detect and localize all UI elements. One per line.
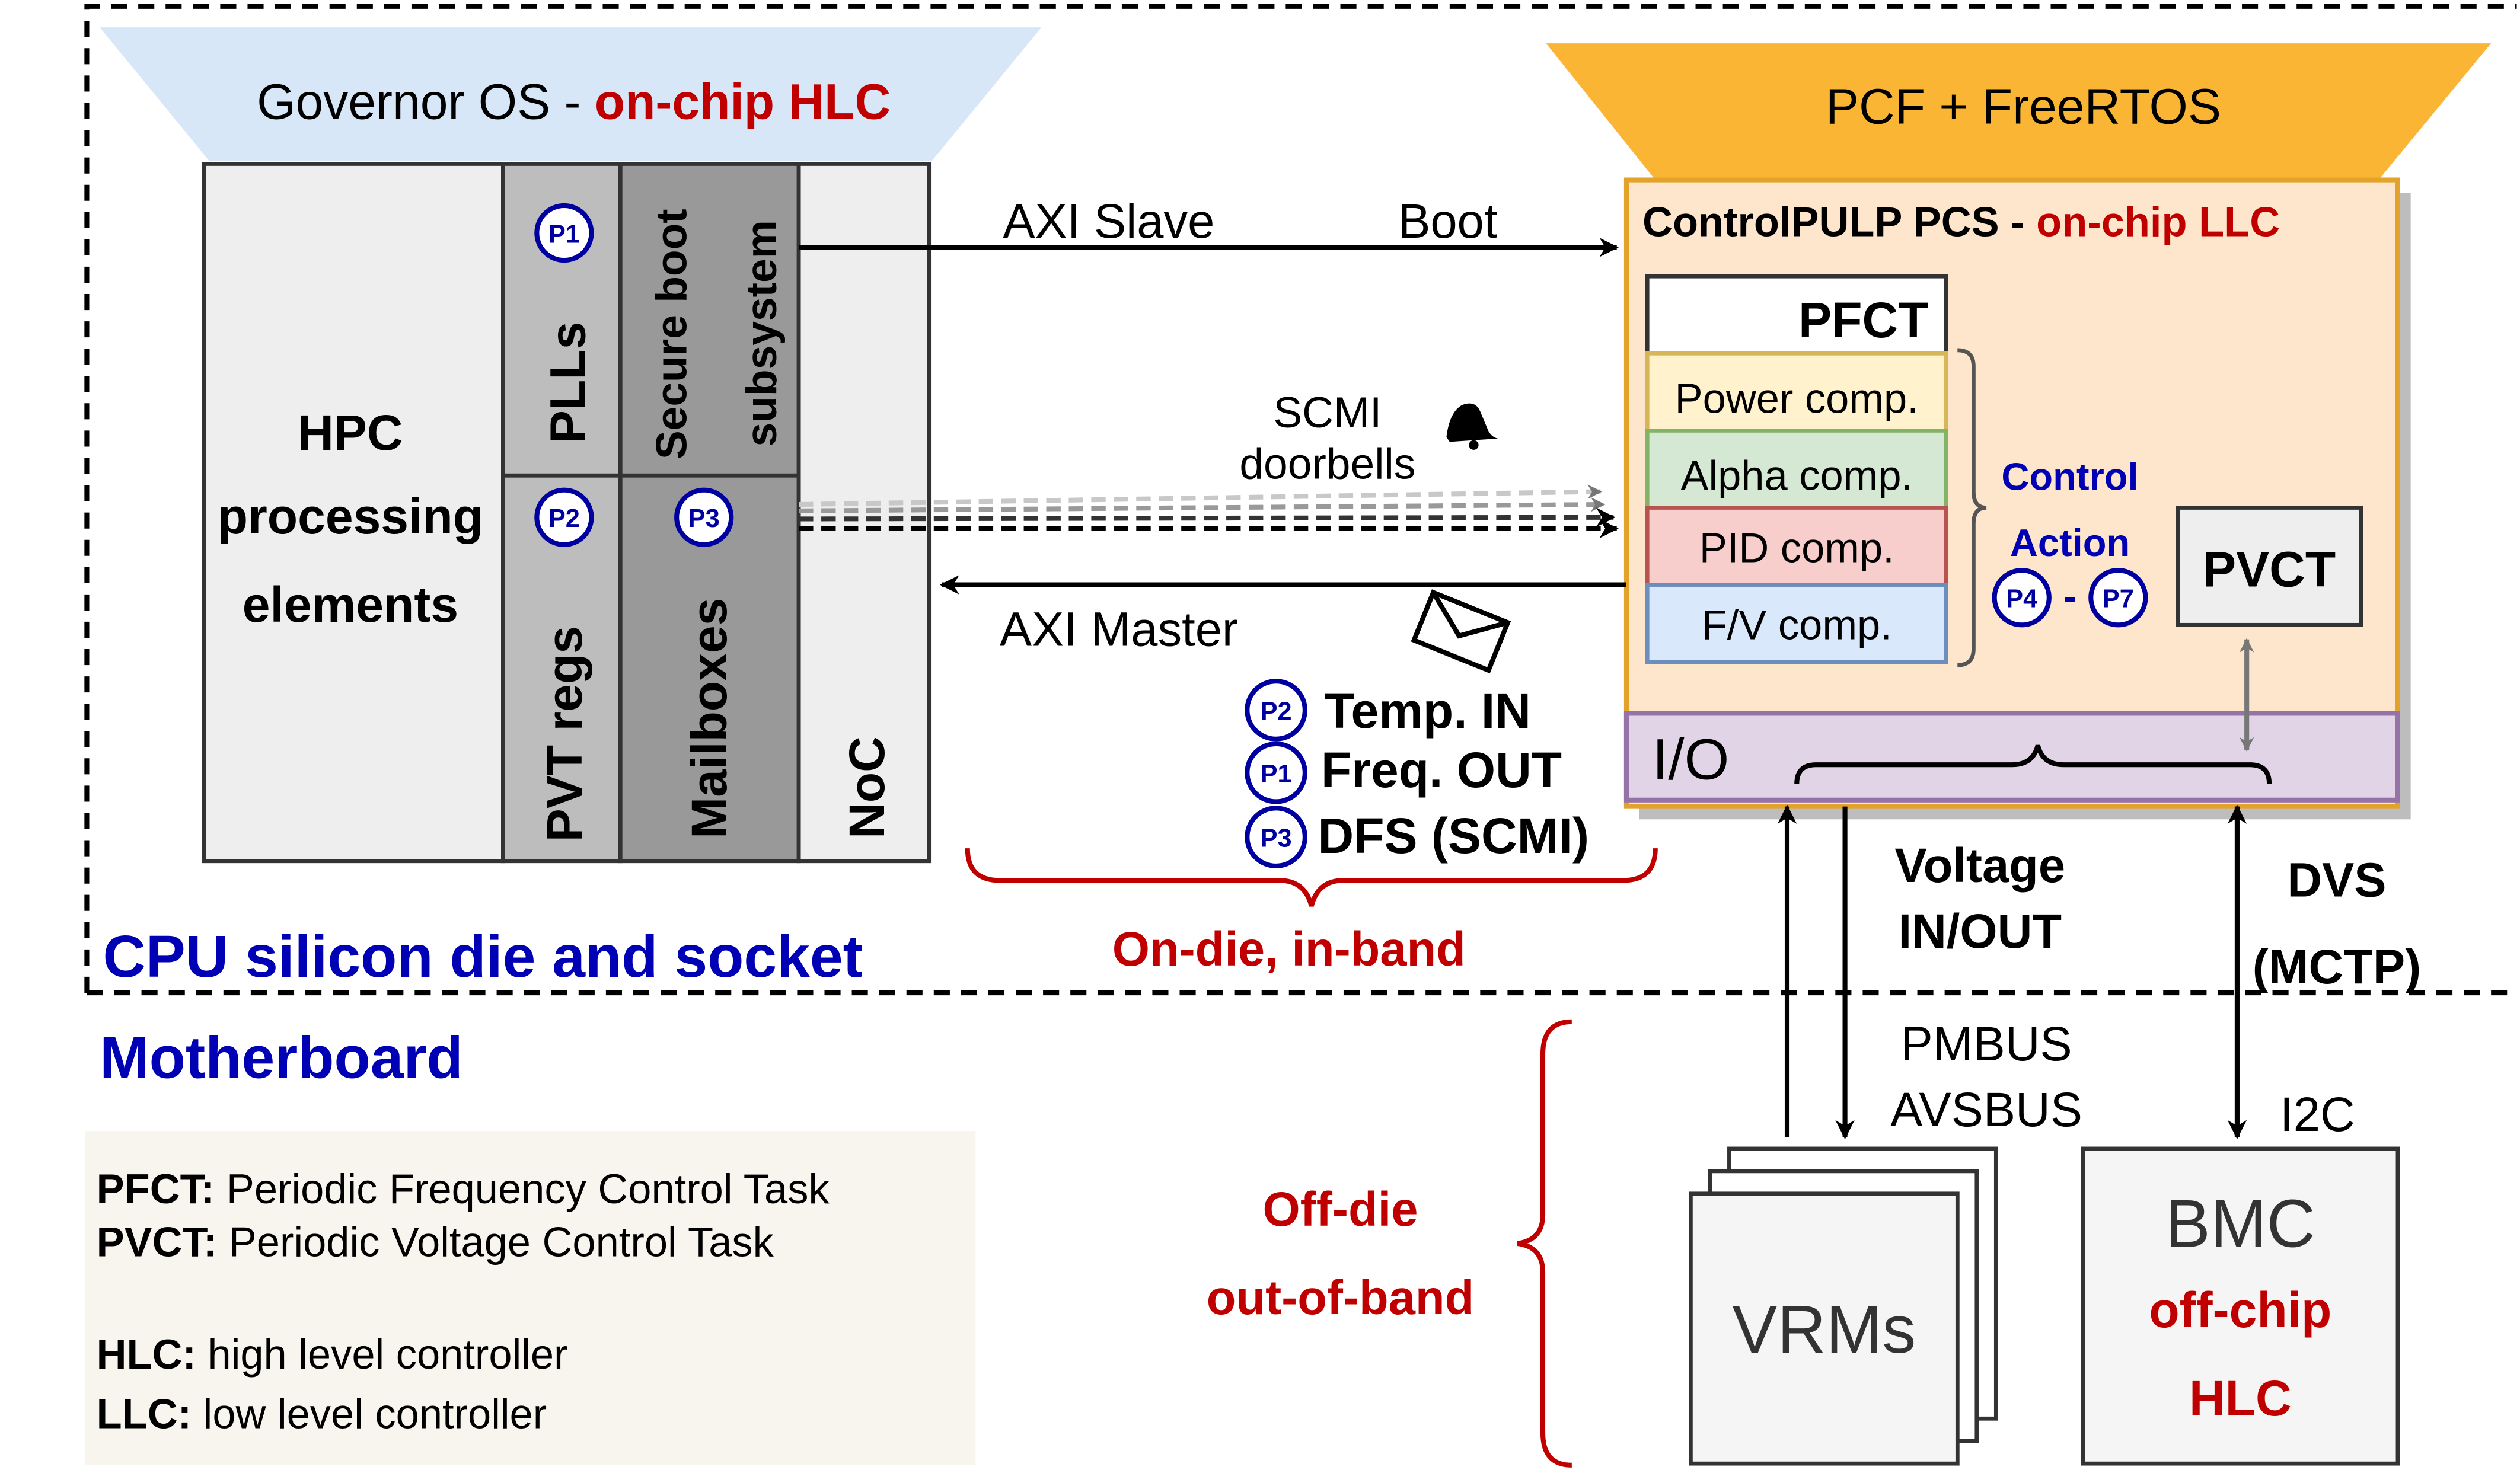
signal-freq-label: Freq. OUT	[1321, 742, 1562, 798]
hpc-label-line3: elements	[243, 577, 458, 632]
scmi-label-line2: doorbells	[1239, 440, 1415, 488]
axi-slave-label: AXI Slave	[1003, 194, 1214, 248]
bell-icon	[1446, 403, 1498, 450]
on-die-label: On-die, in-band	[1112, 922, 1466, 976]
hpc-block	[202, 162, 505, 864]
io-block	[1623, 711, 2401, 803]
off-die-brace	[1517, 1019, 1572, 1468]
secure-boot-line1: Secure boot	[647, 209, 696, 459]
signal-freq-badge	[1245, 741, 1307, 804]
voltage-line2: IN/OUT	[1899, 905, 2062, 958]
governor-title: Governor OS - on-chip HLC	[257, 74, 891, 130]
bmc-block	[2081, 1146, 2400, 1466]
pcf-trapezoid	[1546, 43, 2492, 180]
off-die-line2: out-of-band	[1207, 1271, 1474, 1325]
dvs-line2: (MCTP)	[2253, 940, 2421, 994]
alpha-comp-label: Alpha comp.	[1680, 452, 1913, 499]
plls-label: PLLs	[540, 322, 596, 443]
vrm-card-front	[1688, 1191, 1960, 1466]
plls-badge	[534, 203, 594, 263]
envelope-icon	[1411, 589, 1511, 674]
pvt-regs-badge-text: P2	[548, 504, 580, 533]
bmc-line2: off-chip	[2149, 1282, 2331, 1338]
p4-badge	[1992, 568, 2052, 628]
io-label: I/O	[1652, 727, 1729, 792]
mailboxes-badge-text: P3	[688, 504, 720, 533]
pid-comp-block	[1645, 506, 1948, 587]
secure-boot-line2: subsystem	[737, 220, 786, 446]
cpu-die-label: CPU silicon die and socket	[103, 923, 863, 990]
signal-temp-badge	[1245, 679, 1307, 742]
pcs-title: ControlPULP PCS - on-chip LLC	[1642, 198, 2280, 245]
badge-range-dash: -	[2063, 573, 2076, 619]
secure-boot-block	[618, 162, 801, 478]
pmbus-line2: AVSBUS	[1890, 1083, 2082, 1137]
hpc-label-line1: HPC	[298, 405, 403, 461]
boot-label: Boot	[1398, 194, 1497, 248]
signal-dfs-badge-text: P3	[1261, 824, 1292, 852]
components-brace	[1957, 348, 1987, 667]
power-comp-block	[1645, 351, 1948, 433]
p4-badge-text: P4	[2006, 585, 2037, 613]
legend-llc: LLC: low level controller	[97, 1391, 547, 1437]
pvct-label: PVCT	[2203, 541, 2336, 597]
noc-block	[796, 162, 932, 864]
signal-temp-badge-text: P2	[1261, 697, 1292, 726]
vrms-label: VRMs	[1732, 1292, 1916, 1367]
p7-badge	[2088, 568, 2148, 628]
bmc-label: BMC	[2165, 1186, 2315, 1261]
fv-comp-block	[1645, 583, 1948, 664]
legend-box	[85, 1131, 976, 1465]
noc-label: NoC	[839, 736, 895, 839]
power-comp-label: Power comp.	[1675, 375, 1919, 422]
signal-dfs-badge	[1245, 806, 1307, 868]
mailboxes-block	[618, 473, 801, 864]
p7-badge-text: P7	[2103, 585, 2134, 613]
hpc-label-line2: processing	[218, 488, 483, 544]
off-die-line1: Off-die	[1263, 1183, 1418, 1236]
control-action-line2: Action	[2010, 521, 2130, 564]
pmbus-line1: PMBUS	[1901, 1017, 2072, 1071]
fv-comp-label: F/V comp.	[1702, 602, 1892, 648]
pvt-regs-label: PVT regs	[537, 626, 592, 842]
on-die-brace	[965, 848, 1658, 907]
pfct-block	[1645, 274, 1948, 356]
cpu-die-boundary	[84, 4, 2517, 996]
dvs-line1: DVS	[2287, 853, 2386, 907]
pvt-regs-badge	[534, 487, 594, 547]
mailboxes-badge	[674, 487, 734, 547]
legend-hlc: HLC: high level controller	[97, 1331, 568, 1378]
motherboard-label: Motherboard	[100, 1025, 463, 1091]
control-action-line1: Control	[2001, 455, 2138, 498]
scmi-label-line1: SCMI	[1273, 388, 1382, 437]
pid-comp-label: PID comp.	[1699, 525, 1894, 571]
scmi-dashed-arrow-3	[799, 507, 1616, 528]
legend-pfct: PFCT: Periodic Frequency Control Task	[97, 1165, 830, 1212]
governor-trapezoid	[100, 27, 1042, 161]
io-brace	[1794, 744, 2272, 784]
pfct-label: PFCT	[1798, 292, 1928, 348]
plls-badge-text: P1	[548, 220, 580, 248]
i2c-label: I2C	[2280, 1088, 2355, 1142]
pvct-block	[2176, 506, 2363, 627]
voltage-line1: Voltage	[1894, 839, 2065, 893]
signal-freq-badge-text: P1	[1261, 760, 1292, 788]
axi-master-label: AXI Master	[1000, 603, 1238, 657]
bmc-line3: HLC	[2189, 1370, 2292, 1426]
signal-temp-label: Temp. IN	[1324, 683, 1531, 739]
mailboxes-label: Mailboxes	[681, 598, 737, 839]
pcf-label: PCF + FreeRTOS	[1826, 79, 2221, 135]
legend-pvct: PVCT: Periodic Voltage Control Task	[97, 1219, 774, 1266]
signal-dfs-label: DFS (SCMI)	[1318, 808, 1589, 864]
